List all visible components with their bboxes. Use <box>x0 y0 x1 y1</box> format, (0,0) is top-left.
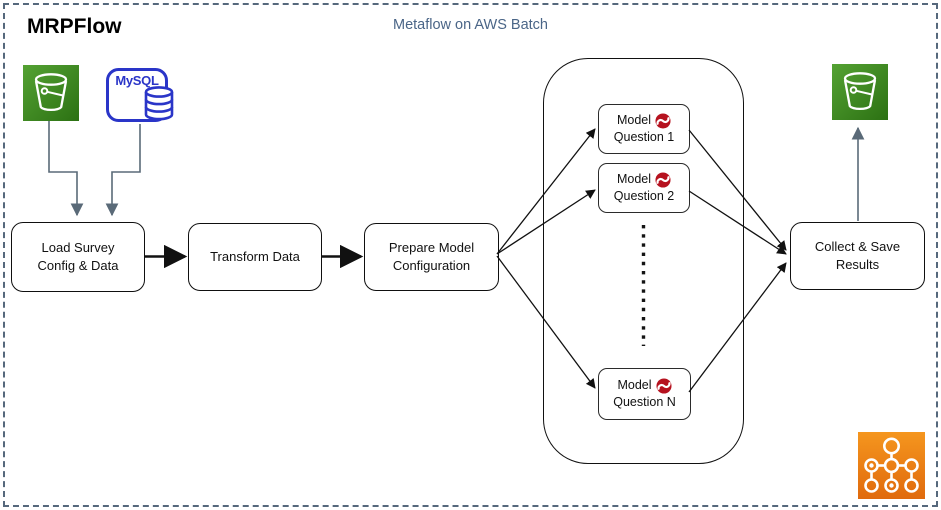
stan-logo-icon <box>655 172 671 188</box>
step-model-question-1: Model Question 1 <box>598 104 690 154</box>
mysql-icon: MySQL <box>104 66 178 124</box>
s3-output-bucket-icon <box>832 64 888 120</box>
s3-input-bucket-icon <box>23 65 79 121</box>
page-title: MRPFlow <box>27 15 122 38</box>
step-model-question-2: Model Question 2 <box>598 163 690 213</box>
stan-logo-icon <box>655 113 671 129</box>
model-label: Model <box>616 172 652 187</box>
question-label: Question 2 <box>613 189 675 203</box>
step-label-line2: Config & Data <box>37 258 119 273</box>
database-cylinder-icon <box>144 86 174 121</box>
question-label: Question N <box>613 395 676 409</box>
connector-s3-to-load <box>48 121 84 217</box>
step-prepare-model-configuration: Prepare Model Configuration <box>364 223 499 291</box>
step-label-line1: Collect & Save <box>814 238 901 254</box>
step-label-line2: Configuration <box>392 258 471 273</box>
model-label: Model <box>616 113 652 128</box>
step-model-question-n: Model Question N <box>598 368 691 420</box>
step-label-line1: Prepare Model <box>388 239 475 255</box>
step-label-line1: Load Survey <box>41 239 115 255</box>
step-transform-data: Transform Data <box>188 223 322 291</box>
step-load-survey: Load Survey Config & Data <box>11 222 145 292</box>
mysql-label: MySQL <box>115 73 159 88</box>
connector-mysql-to-load <box>105 124 141 217</box>
model-label: Model <box>617 378 652 393</box>
question-label: Question 1 <box>613 130 675 144</box>
page-subtitle: Metaflow on AWS Batch <box>392 17 548 33</box>
step-label-line1: Transform Data <box>210 248 300 264</box>
mysql-icon-graphic <box>106 68 174 122</box>
aws-batch-icon <box>858 432 925 499</box>
step-label-line2: Results <box>835 257 880 272</box>
step-collect-save-results: Collect & Save Results <box>790 222 925 290</box>
stan-logo-icon <box>655 378 672 394</box>
